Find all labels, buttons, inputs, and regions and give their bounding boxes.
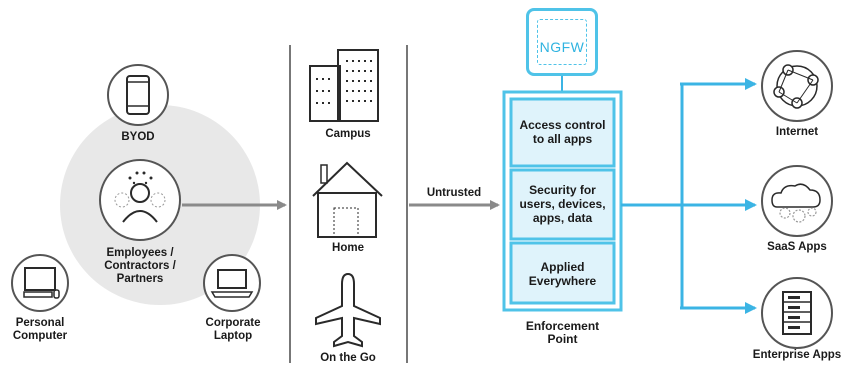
enforcement-box-1 — [509, 97, 616, 168]
user-icon — [99, 159, 181, 241]
server-icon — [761, 277, 833, 349]
house-icon — [312, 161, 383, 238]
employees-label: Employees / Contractors / Partners — [104, 247, 176, 285]
airplane-icon — [315, 272, 381, 348]
campus-label: Campus — [325, 128, 371, 140]
untrusted-label: Untrusted — [426, 187, 482, 199]
ngfw-badge: NGFW — [526, 8, 598, 76]
security-text: Security for users, devices, apps, data — [519, 183, 606, 225]
phone-icon — [107, 64, 169, 126]
cloud-gears-icon — [761, 165, 833, 237]
enforcement-box-3 — [509, 241, 616, 305]
enterprise-label: Enterprise Apps — [752, 349, 842, 361]
enforcement-stack-outer — [502, 90, 623, 312]
enforcement-box-2 — [509, 168, 616, 241]
access-control-text: Access control to all apps — [519, 118, 606, 146]
internet-label: Internet — [775, 126, 819, 138]
laptop-icon — [203, 254, 261, 312]
enforcement-point-caption: Enforcement Point — [525, 319, 600, 346]
ngfw-inner-frame — [537, 19, 587, 65]
network-icon — [761, 50, 833, 122]
building-icon — [309, 49, 379, 122]
corporate-laptop-label: Corporate Laptop — [205, 317, 261, 342]
ngfw-label: NGFW — [539, 39, 585, 55]
saas-label: SaaS Apps — [767, 241, 827, 253]
desktop-icon — [11, 254, 69, 312]
applied-everywhere-text: Applied Everywhere — [528, 260, 597, 288]
on-the-go-label: On the Go — [320, 352, 376, 364]
byod-label: BYOD — [121, 131, 155, 143]
personal-computer-label: Personal Computer — [12, 317, 68, 342]
home-label: Home — [332, 242, 364, 254]
